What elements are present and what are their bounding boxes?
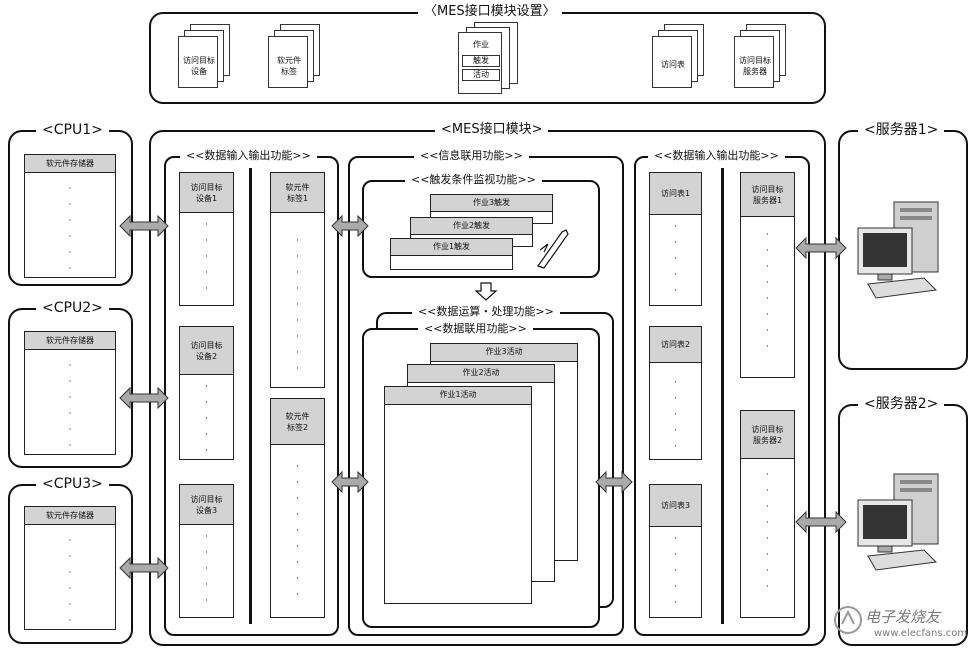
doc-sub-trigger: 触发	[462, 55, 500, 67]
double-arrow-icon	[331, 214, 369, 238]
double-arrow-icon	[119, 214, 169, 238]
left-io-title: <<数据输入输出功能>>	[180, 148, 317, 164]
memory-label: 软元件存储器	[25, 155, 115, 173]
trigger-monitor-title: <<触发条件监视功能>>	[405, 172, 542, 188]
col-label: 访问表3	[650, 485, 701, 527]
dots: · · · · · ·	[68, 361, 72, 451]
computer-icon	[857, 201, 939, 299]
dots: · · · · · · · · ·	[296, 462, 299, 600]
right-io-title: <<数据输入输出功能>>	[648, 148, 785, 164]
dots: · · · · ·	[674, 534, 677, 608]
data-link-title: <<数据联用功能>>	[418, 321, 533, 337]
dots: · · · · ·	[674, 222, 677, 296]
dots: · · · · ·	[205, 382, 208, 456]
access-table-3: 访问表3 · · · · ·	[649, 484, 702, 618]
double-arrow-icon	[119, 386, 169, 410]
col-label: 访问表2	[650, 327, 701, 363]
col-label: 软元件 标签1	[271, 173, 324, 213]
doc-label: 访问目标 设备	[183, 56, 215, 76]
dots: · · · · · · · ·	[766, 230, 769, 352]
cpu2-memory: 软元件存储器 · · · · · ·	[24, 331, 116, 455]
cpu1-memory: 软元件存储器 · · · · · ·	[24, 154, 116, 278]
job1-trigger: 作业1触发	[390, 238, 513, 270]
doc-label: 软元件 标签	[277, 56, 301, 76]
cpu2-title: <CPU2>	[36, 300, 109, 316]
device-tag-2: 软元件 标签2 · · · · · · · · ·	[270, 398, 325, 618]
access-target-device-2: 访问目标 设备2 · · · · ·	[179, 326, 234, 460]
watermark-logo-icon	[834, 606, 862, 634]
mes-module-title: <MES接口模块>	[435, 122, 549, 138]
dots: · · · · · · · · ·	[296, 236, 299, 374]
double-arrow-icon	[595, 470, 633, 494]
dots: · · · · ·	[674, 378, 677, 452]
cycle-arrow-icon	[537, 229, 569, 269]
double-arrow-icon	[331, 470, 369, 494]
access-target-server-2: 访问目标 服务器2 · · · · · · · ·	[740, 410, 795, 618]
access-target-server-1: 访问目标 服务器1 · · · · · · · ·	[740, 172, 795, 378]
computer-icon	[857, 473, 939, 571]
access-table-2: 访问表2 · · · · ·	[649, 326, 702, 460]
dots: · · · · ·	[205, 532, 208, 606]
col-label: 访问目标 服务器1	[741, 173, 794, 217]
access-target-device-1: 访问目标 设备1 · · · · ·	[179, 172, 234, 306]
down-arrow-icon	[474, 282, 498, 301]
settings-title: 〈MES接口模块设置〉	[418, 4, 562, 20]
dots: · · · · · · · ·	[766, 470, 769, 592]
access-target-device-3: 访问目标 设备3 · · · · ·	[179, 484, 234, 618]
server2-title: <服务器2>	[858, 396, 945, 412]
memory-label: 软元件存储器	[25, 507, 115, 525]
tab-label: 作业1触发	[391, 239, 512, 256]
memory-label: 软元件存储器	[25, 332, 115, 350]
double-arrow-icon	[119, 556, 169, 580]
divider	[249, 168, 252, 624]
access-table-1: 访问表1 · · · · ·	[649, 172, 702, 306]
double-arrow-icon	[795, 236, 847, 260]
dots: · · · · ·	[205, 220, 208, 294]
cpu3-title: <CPU3>	[36, 476, 109, 492]
col-label: 访问目标 设备3	[180, 485, 233, 525]
tab-label: 作业3活动	[431, 344, 577, 362]
calc-process-title: <<数据运算・处理功能>>	[412, 304, 560, 320]
watermark-brand: 电子发烧友	[865, 608, 941, 626]
divider	[721, 168, 724, 624]
doc-label: 作业	[473, 40, 489, 49]
col-label: 访问目标 设备2	[180, 327, 233, 375]
col-label: 访问目标 设备1	[180, 173, 233, 213]
tab-label: 作业2触发	[411, 218, 532, 235]
tab-label: 作业1活动	[385, 387, 531, 405]
tab-label: 作业3触发	[431, 195, 552, 212]
doc-sub-activity: 活动	[462, 69, 500, 81]
tab-label: 作业2活动	[408, 365, 554, 383]
doc-label: 访问表	[661, 60, 685, 69]
dots: · · · · · ·	[68, 184, 72, 274]
device-tag-1: 软元件 标签1 · · · · · · · · ·	[270, 172, 325, 388]
cpu1-title: <CPU1>	[36, 122, 109, 138]
job1-activity: 作业1活动	[384, 386, 532, 604]
double-arrow-icon	[795, 510, 847, 534]
info-link-title: <<信息联用功能>>	[414, 148, 529, 164]
cpu3-memory: 软元件存储器 · · · · · ·	[24, 506, 116, 630]
doc-label: 访问目标 服务器	[739, 56, 771, 76]
col-label: 软元件 标签2	[271, 399, 324, 445]
server1-title: <服务器1>	[858, 122, 945, 138]
watermark-url: www.elecfans.com	[874, 628, 968, 639]
col-label: 访问表1	[650, 173, 701, 215]
dots: · · · · · ·	[68, 536, 72, 626]
col-label: 访问目标 服务器2	[741, 411, 794, 459]
